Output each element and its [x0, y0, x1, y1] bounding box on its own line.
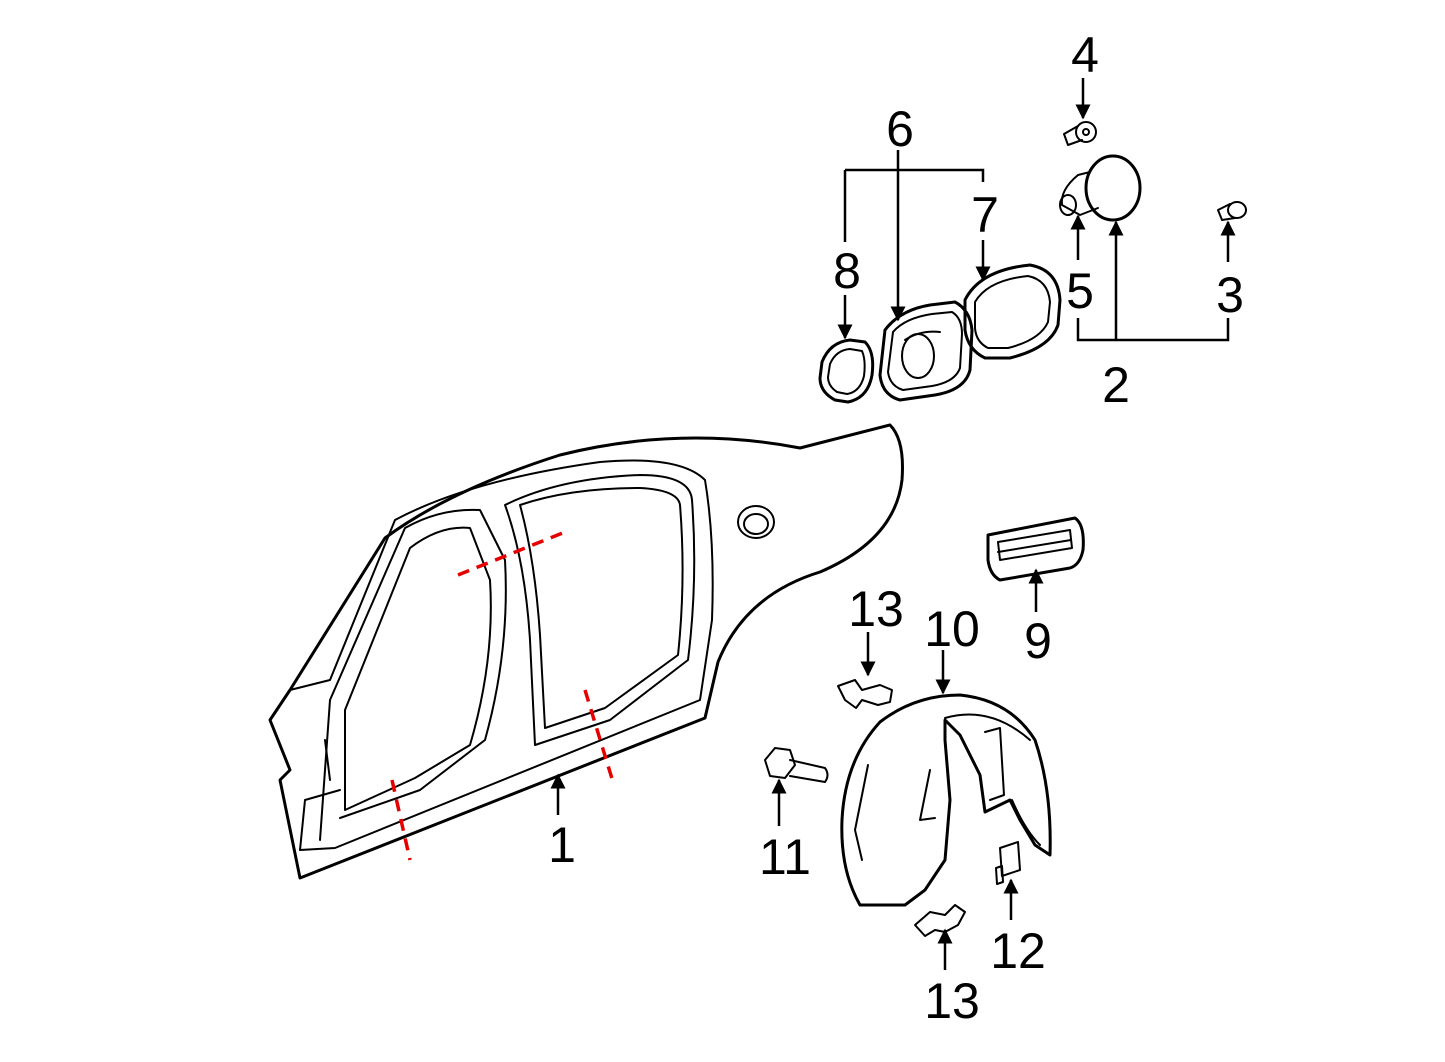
- vent-part-9[interactable]: [986, 516, 1085, 582]
- leader-lines: [550, 78, 1236, 970]
- callout-13-bottom: 13: [924, 973, 980, 1029]
- callout-3: 3: [1216, 267, 1244, 323]
- callout-9: 9: [1024, 613, 1052, 669]
- screw-part-4[interactable]: [1063, 121, 1097, 146]
- fuel-door-part-2[interactable]: [1059, 154, 1142, 222]
- push-pin-part-13-top[interactable]: [837, 679, 893, 709]
- callout-7: 7: [971, 187, 999, 243]
- cut-lines: [390, 530, 615, 861]
- callout-8: 8: [833, 243, 861, 299]
- callout-12: 12: [990, 923, 1046, 979]
- callout-6: 6: [886, 101, 914, 157]
- callout-11: 11: [759, 829, 811, 885]
- push-pin-part-13-bottom[interactable]: [914, 904, 966, 937]
- callout-1: 1: [548, 817, 576, 873]
- callout-10: 10: [924, 601, 980, 657]
- callout-4: 4: [1071, 27, 1099, 83]
- filler-pocket-part-6[interactable]: [878, 300, 974, 402]
- liner-part-10[interactable]: [840, 693, 1052, 907]
- bumper-part-3[interactable]: [1217, 201, 1247, 221]
- callout-13-top: 13: [848, 581, 904, 637]
- side-panel-part-1[interactable]: [268, 423, 904, 880]
- bolt-part-11[interactable]: [764, 747, 829, 783]
- gasket-part-7[interactable]: [963, 263, 1062, 360]
- callouts: 1 2 3 4 5 6 7 8 9 10 11 12 13 13: [548, 27, 1244, 1029]
- clip-part-12[interactable]: [995, 841, 1021, 885]
- callout-2: 2: [1102, 357, 1130, 413]
- callout-5: 5: [1066, 263, 1094, 319]
- seal-part-8[interactable]: [818, 338, 875, 404]
